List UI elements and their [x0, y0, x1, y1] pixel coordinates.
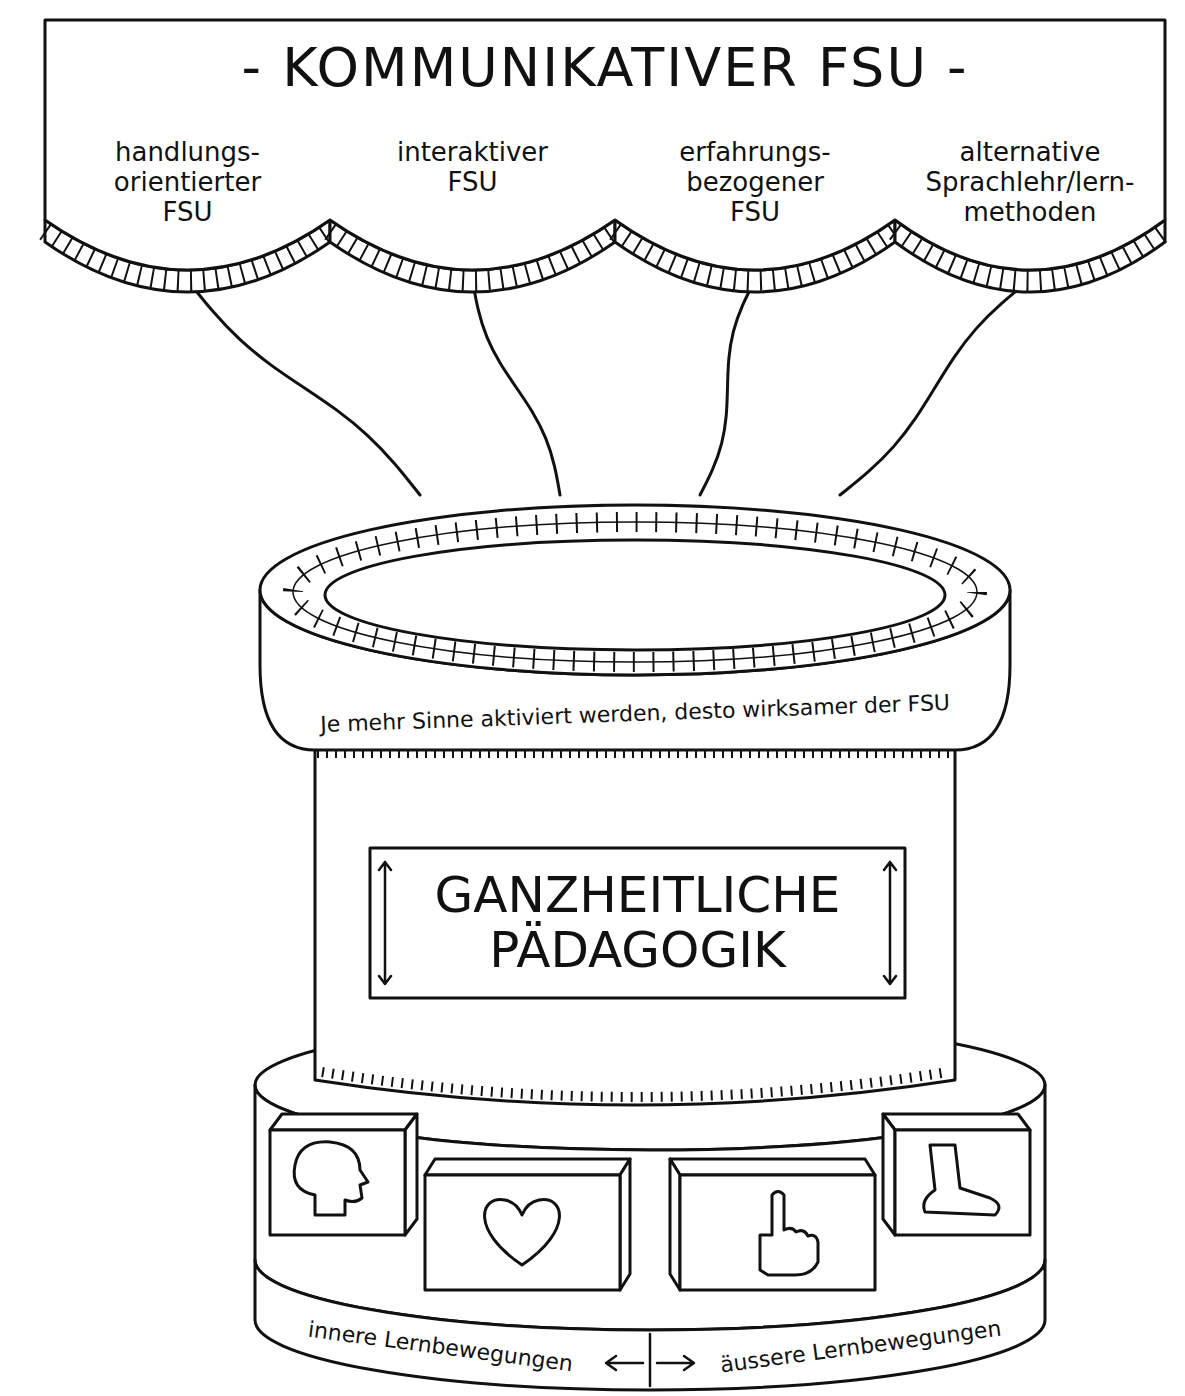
- flow-line: [840, 280, 1030, 495]
- drawer-front: [270, 1130, 405, 1235]
- text-holder: alternative Sprachlehr/lern- methoden: [918, 138, 1143, 228]
- flow-line: [188, 280, 421, 495]
- text-holder: Je mehr Sinne aktiviert werden, desto wi…: [320, 701, 950, 726]
- text-holder: interaktiver FSU: [388, 138, 558, 198]
- canopy-front: [45, 20, 1165, 270]
- drawer-side: [405, 1114, 417, 1235]
- head-icon: [294, 1142, 368, 1215]
- drawer-front: [425, 1175, 620, 1290]
- drawer-lid: [425, 1159, 630, 1175]
- scallop-panel: interaktiver FSU: [335, 120, 610, 280]
- scallop-panel: alternative Sprachlehr/lern- methoden: [900, 120, 1160, 280]
- node-label: alternative Sprachlehr/lern- methoden: [918, 138, 1143, 228]
- pot-rim: Je mehr Sinne aktiviert werden, desto wi…: [255, 495, 1015, 760]
- text-holder: innere Lernbewegungen: [307, 1334, 574, 1359]
- platform-front: [255, 1085, 1045, 1330]
- rim-top: [260, 505, 1010, 675]
- foot-icon: [924, 1145, 999, 1215]
- text-holder: - KOMMUNIKATIVER FSU -: [242, 37, 969, 99]
- rim-bricks: [293, 522, 977, 662]
- scallop-panel: handlungs- orientierter FSU: [50, 120, 325, 280]
- drawer-front: [895, 1130, 1030, 1235]
- base-band: innere Lernbewegungen äussere Lernbewegun…: [255, 1150, 1045, 1395]
- node-label: handlungs- orientierter FSU: [103, 138, 273, 228]
- flow-line: [700, 280, 755, 495]
- heart-icon: [485, 1200, 560, 1265]
- text-holder: äussere Lernbewegungen: [719, 1334, 1002, 1359]
- divider-line: [649, 1334, 652, 1386]
- rim-fringe: [317, 750, 953, 758]
- right-arrow: [657, 1356, 694, 1370]
- node-label: - KOMMUNIKATIVER FSU -: [242, 37, 969, 99]
- pedestal-group: [255, 745, 1045, 1330]
- canopy-banner: - KOMMUNIKATIVER FSU - handlungs- orienti…: [40, 10, 1170, 320]
- drawer-lid: [670, 1159, 875, 1175]
- text-holder: handlungs- orientierter FSU: [103, 138, 273, 228]
- flow-line: [473, 280, 561, 495]
- scallop-panel: erfahrungs- bezogener FSU: [620, 120, 890, 280]
- base-band-outline: [255, 1150, 1045, 1395]
- node-label: GANZHEITLICHE PÄDAGOGIK: [398, 868, 878, 978]
- base-front-band: [255, 1260, 1045, 1390]
- rim-opening: [325, 540, 945, 650]
- drawer-side: [883, 1114, 895, 1235]
- node-label: interaktiver FSU: [388, 138, 558, 198]
- rim-brick-line: [293, 522, 977, 662]
- body-fringe: [322, 1072, 948, 1097]
- text-holder: erfahrungs- bezogener FSU: [670, 138, 840, 228]
- sign-arrows: [379, 862, 896, 984]
- text-holder: GANZHEITLICHE PÄDAGOGIK: [398, 868, 878, 978]
- sign-frame: [370, 848, 905, 998]
- drawer-lid: [883, 1114, 1030, 1130]
- cylinder-body: [315, 745, 955, 1105]
- drawer-front: [680, 1175, 875, 1290]
- hand-icon: [760, 1192, 818, 1276]
- drawer-lid: [270, 1114, 417, 1130]
- node-label: erfahrungs- bezogener FSU: [670, 138, 840, 228]
- left-arrow: [606, 1356, 643, 1370]
- title-sign: GANZHEITLICHE PÄDAGOGIK: [365, 840, 910, 1005]
